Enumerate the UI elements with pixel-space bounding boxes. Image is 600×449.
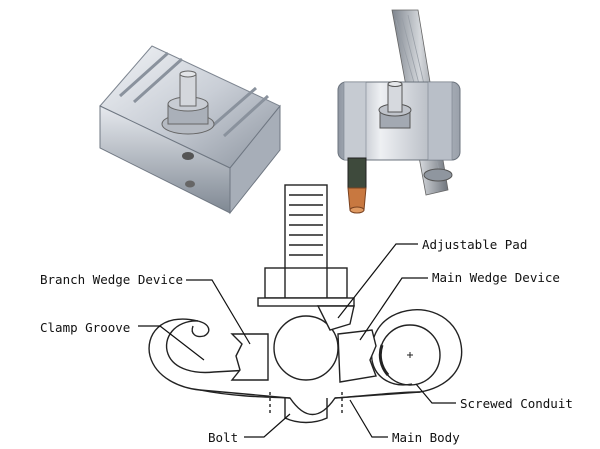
bolt-shaft <box>284 184 328 271</box>
main-wedge-shape <box>337 329 377 383</box>
clamp-groove-shape <box>191 320 210 338</box>
label-adjustable-pad: Adjustable Pad <box>422 237 528 252</box>
label-branch-wedge-device: Branch Wedge Device <box>40 272 183 287</box>
leader-lines <box>138 243 456 438</box>
clamp-cross-section-diagram <box>138 184 463 438</box>
clamp-photo-left <box>99 45 281 215</box>
leader-main-wedge <box>359 277 428 341</box>
label-screwed-conduit: Screwed Conduit <box>460 396 573 411</box>
leader-clamp-groove <box>138 325 205 361</box>
leader-adjustable-pad <box>337 243 418 319</box>
clamp-photo-right <box>337 9 461 214</box>
leader-main-body <box>349 399 388 438</box>
label-clamp-groove: Clamp Groove <box>40 320 131 335</box>
leader-branch-wedge <box>186 279 251 345</box>
adjustable-pad-shape <box>316 305 355 331</box>
leader-screwed-conduit <box>415 383 456 404</box>
label-main-body: Main Body <box>392 430 460 445</box>
label-bolt: Bolt <box>208 430 239 445</box>
branch-wedge-shape <box>230 333 269 381</box>
leader-bolt <box>244 413 291 438</box>
label-main-wedge-device: Main Wedge Device <box>432 270 560 285</box>
washer <box>257 297 355 307</box>
hex-nut <box>264 267 348 299</box>
